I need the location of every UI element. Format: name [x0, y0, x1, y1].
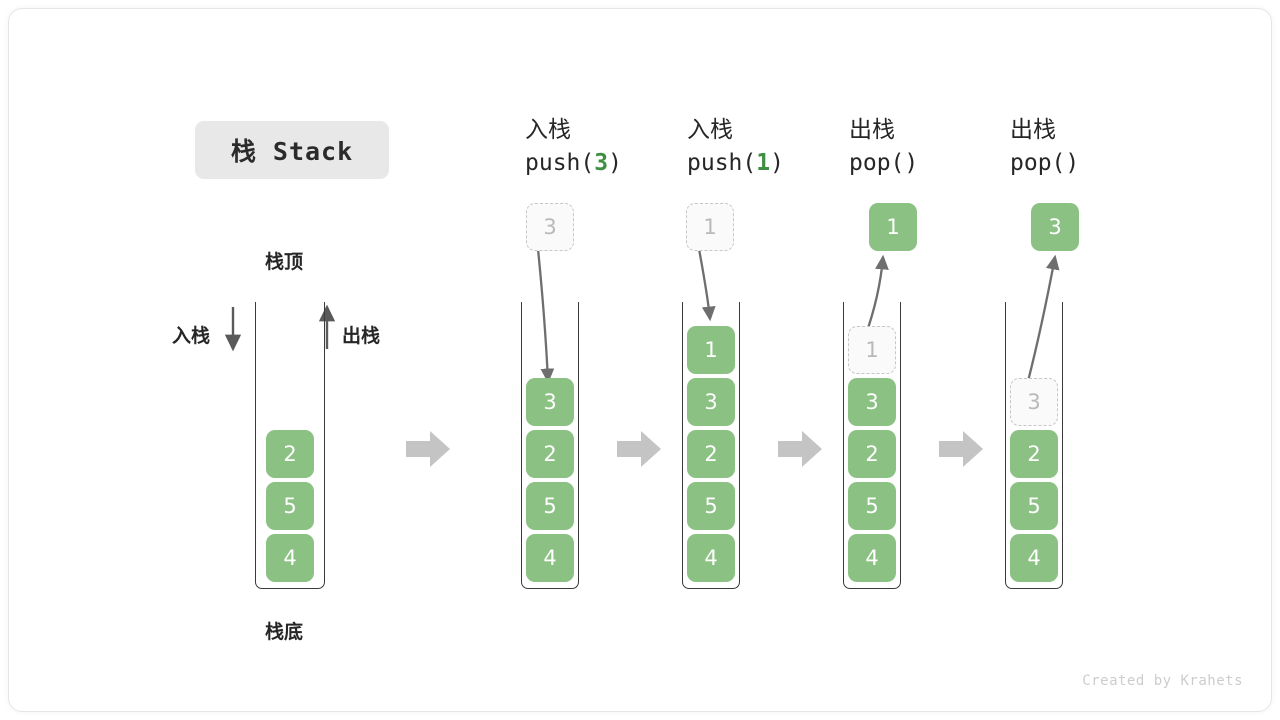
step-4-code-prefix: pop(	[1010, 150, 1066, 177]
step-1-code-suffix: )	[608, 150, 622, 177]
stack-cell: 3	[526, 378, 574, 426]
left-pop-label: 出栈	[342, 325, 381, 347]
page-title-text: 栈 Stack	[230, 137, 354, 166]
stack-cell: 4	[526, 534, 574, 582]
step-1-code-arg: 3	[594, 150, 609, 177]
step-4-float-cell: 3	[1031, 203, 1079, 251]
stack-container-step-1: 3 2 5 4	[521, 302, 579, 589]
stack-cell: 3	[848, 378, 896, 426]
step-3-code-label: pop()	[849, 148, 1029, 178]
separator-arrow-4	[939, 431, 983, 467]
stack-cell: 5	[266, 482, 314, 530]
stack-cells-initial: 2 5 4	[256, 430, 324, 582]
stack-container-step-3: 1 3 2 5 4	[843, 302, 901, 589]
credit-text: Created by Krahets	[1082, 673, 1243, 689]
stack-cells-step-1: 3 2 5 4	[522, 378, 578, 582]
stack-cells-step-2: 1 3 2 5 4	[683, 326, 739, 582]
left-push-label: 入栈	[172, 325, 211, 347]
step-3-float-cell: 1	[869, 203, 917, 251]
diagram-card: 栈 Stack 栈顶 入栈 出栈 2 5 4 栈底 入栈 push(3) 3 3…	[8, 8, 1272, 712]
separator-arrow-3	[778, 431, 822, 467]
stack-cell: 5	[1010, 482, 1058, 530]
step-4-header: 出栈 pop()	[1010, 115, 1190, 179]
stack-cell: 5	[526, 482, 574, 530]
step-1-code-prefix: push(	[525, 150, 595, 177]
stack-cell: 2	[1010, 430, 1058, 478]
stack-container-step-2: 1 3 2 5 4	[682, 302, 740, 589]
stack-cell: 3	[687, 378, 735, 426]
stack-cell: 4	[848, 534, 896, 582]
step-2-float-cell: 1	[686, 203, 734, 251]
stack-cell: 2	[526, 430, 574, 478]
step-2-cn-label: 入栈	[687, 117, 733, 143]
step-1-code-label: push(3)	[525, 148, 705, 178]
step-3-cn-label: 出栈	[849, 117, 895, 143]
stack-bottom-label: 栈底	[264, 621, 303, 643]
stack-cell: 1	[848, 326, 896, 374]
step-3-code-prefix: pop(	[849, 150, 905, 177]
stack-cell: 4	[1010, 534, 1058, 582]
step-2-code-label: push(1)	[687, 148, 867, 178]
stack-cell: 4	[266, 534, 314, 582]
step-2-code-arg: 1	[756, 150, 771, 177]
separator-arrow-2	[617, 431, 661, 467]
step-2-code-suffix: )	[770, 150, 784, 177]
step-1-header: 入栈 push(3)	[525, 115, 705, 179]
stack-cell: 3	[1010, 378, 1058, 426]
stack-cell: 4	[687, 534, 735, 582]
stack-cell: 2	[266, 430, 314, 478]
stack-cell: 5	[687, 482, 735, 530]
step-2-header: 入栈 push(1)	[687, 115, 867, 179]
step-1-float-cell: 3	[526, 203, 574, 251]
stack-cell: 5	[848, 482, 896, 530]
stack-top-label: 栈顶	[264, 251, 303, 273]
stack-container-step-4: 3 2 5 4	[1005, 302, 1063, 589]
stack-cell: 2	[687, 430, 735, 478]
step-4-cn-label: 出栈	[1010, 117, 1056, 143]
stack-container-initial: 2 5 4	[255, 302, 325, 589]
step-4-code-label: pop()	[1010, 148, 1190, 178]
page-title: 栈 Stack	[195, 121, 389, 179]
stack-cell: 1	[687, 326, 735, 374]
step-1-cn-label: 入栈	[525, 117, 571, 143]
separator-arrow-1	[406, 431, 450, 467]
step-3-code-suffix: )	[904, 150, 919, 177]
step-3-header: 出栈 pop()	[849, 115, 1029, 179]
stack-cell: 2	[848, 430, 896, 478]
stack-cells-step-3: 1 3 2 5 4	[844, 326, 900, 582]
step-2-code-prefix: push(	[687, 150, 757, 177]
stack-cells-step-4: 3 2 5 4	[1006, 378, 1062, 582]
step-4-code-suffix: )	[1065, 150, 1080, 177]
